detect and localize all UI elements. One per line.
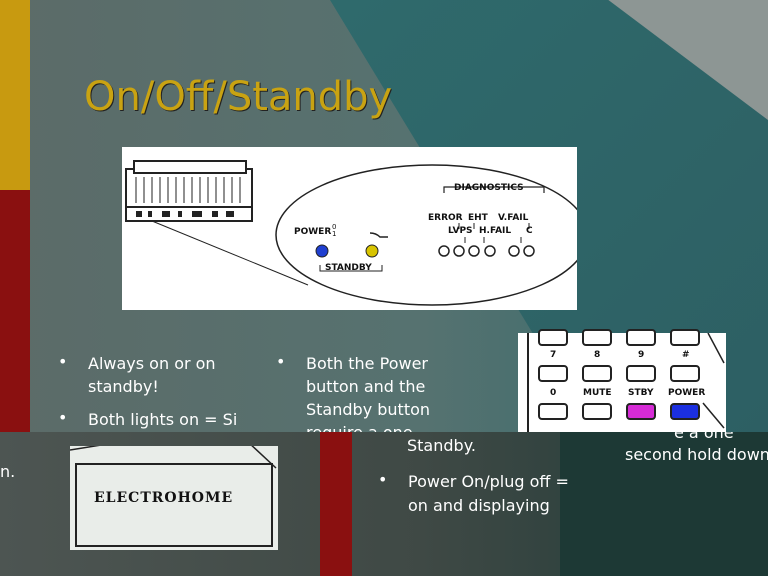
power-switch-states: 0 1 (332, 223, 337, 238)
power-led (315, 244, 329, 258)
accent-bar-gold (0, 0, 30, 190)
bullet-item: • Both the Power button and the Standby … (276, 352, 466, 432)
right-text-fragment-2: second hold down (625, 445, 768, 464)
remote-key (626, 365, 656, 382)
bullet-text: Power On/plug off = on and displaying (408, 472, 569, 515)
slide-background-teal-lower (560, 432, 768, 576)
standby-label: STANDBY (325, 263, 372, 273)
right-text-fragment-1: e a one (674, 432, 734, 442)
diagnostic-error-label: ERROR (428, 213, 463, 223)
bullet-dot: • (58, 352, 68, 371)
bullet-dot: • (58, 408, 68, 427)
bullet-list-left: • Always on or on standby! • Both lights… (58, 352, 248, 431)
remote-key (582, 329, 612, 346)
bullet-text: Both lights on = Si (88, 410, 238, 429)
remote-key (538, 365, 568, 382)
remote-key-label: # (682, 350, 690, 360)
diagnostics-label: DIAGNOSTICS (454, 183, 524, 193)
left-edge-text-fragment: n. (0, 462, 16, 481)
diagnostic-hfail-label: H.FAIL (479, 226, 512, 236)
remote-key-label: MUTE (583, 388, 612, 398)
accent-bar-red (0, 190, 30, 432)
remote-outline-lines (527, 333, 725, 432)
bullet-list-middle: • Both the Power button and the Standby … (276, 352, 466, 432)
bullet-item: • Power On/plug off = on and displaying (378, 470, 578, 518)
power-button (670, 403, 700, 420)
remote-key-label: 7 (550, 350, 557, 360)
slide-upper-panel: On/Off/Standby (0, 0, 768, 432)
diagnostic-eht-label: EHT (468, 213, 488, 223)
remote-key (626, 329, 656, 346)
remote-key (670, 329, 700, 346)
remote-control-graphic: 7 8 9 # 0 MUTE STBY POWER (518, 329, 726, 432)
bullet-item: • Always on or on standby! (58, 352, 248, 398)
bullet-item: • Both lights on = Si (58, 408, 248, 431)
diagnostics-diagram: POWER 0 1 STANDBY DIAGNOSTICS ERROR EHT … (122, 147, 589, 310)
projector-diagram-graphic (125, 160, 589, 306)
remote-key-label: 8 (594, 350, 601, 360)
bullet-dot: • (378, 470, 388, 489)
remote-key-label: POWER (668, 388, 706, 398)
electrohome-badge-graphic: ELECTROHOME (69, 441, 278, 550)
remote-key-label: STBY (628, 388, 654, 398)
slide-title: On/Off/Standby (84, 74, 393, 120)
bullet-list-bottom: • Power On/plug off = on and displaying (378, 470, 578, 518)
diagnostic-c-label: C (526, 226, 533, 236)
diagnostic-vfail-label: V.FAIL (498, 213, 529, 223)
slide-lower-panel: n. ELECTROHOME Standby. • Power On/plug … (0, 432, 768, 576)
diagnostic-lvps-label: LVPS (448, 226, 473, 236)
bullet-text: Always on or on standby! (88, 354, 216, 396)
bullet-text: Both the Power button and the Standby bu… (306, 354, 431, 432)
overlapped-text-fragment: Standby. (407, 436, 476, 455)
remote-key (670, 365, 700, 382)
remote-key (538, 329, 568, 346)
standby-led (365, 244, 379, 258)
remote-key-label: 9 (638, 350, 645, 360)
remote-key (582, 365, 612, 382)
remote-key-label: 0 (550, 388, 557, 398)
power-label: POWER (294, 227, 332, 237)
remote-key (538, 403, 568, 420)
stby-button (626, 403, 656, 420)
electrohome-logo-text: ELECTROHOME (94, 490, 234, 506)
bullet-dot: • (276, 352, 286, 371)
accent-bar-red-lower (320, 432, 352, 576)
remote-key (582, 403, 612, 420)
